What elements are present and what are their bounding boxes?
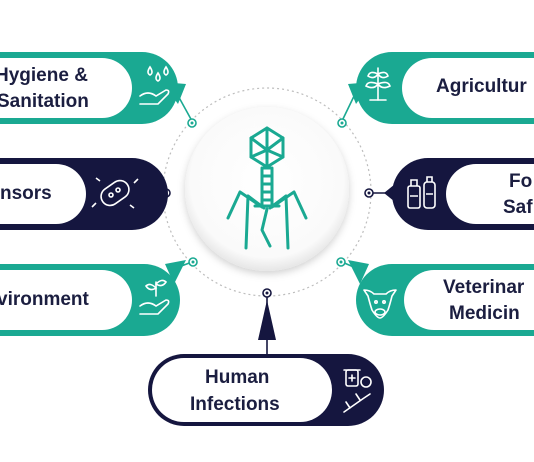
- bacteriophage-icon: [226, 126, 308, 250]
- human-pointer: [258, 300, 276, 340]
- cow-icon: [363, 289, 397, 319]
- sensors-label: nsors: [0, 183, 52, 204]
- food-node: [392, 158, 534, 230]
- environment-label: vironment: [0, 289, 89, 310]
- hand-plant-icon: [139, 279, 170, 315]
- veterinary-node: [356, 264, 534, 336]
- agriculture-node: [356, 52, 534, 124]
- bacteria-icon: [91, 177, 139, 209]
- hygiene-label-line2: Sanitation: [0, 91, 89, 112]
- environment-pointer: [165, 260, 186, 284]
- environment-node: [0, 264, 180, 336]
- human-label-line2: Infections: [190, 394, 280, 415]
- plant-icon: [365, 67, 391, 101]
- medicine-syringe-icon: [343, 369, 372, 413]
- food-label-line2: Saf: [503, 197, 533, 218]
- sensors-node: [0, 158, 168, 230]
- human-node: [148, 354, 384, 426]
- hygiene-label-line1: Hygiene &: [0, 65, 88, 86]
- veterinary-label-line1: Veterinar: [443, 277, 525, 298]
- veterinary-pointer: [348, 260, 369, 284]
- hygiene-node: [0, 52, 178, 124]
- bottles-icon: [407, 176, 436, 209]
- human-label-line1: Human: [205, 367, 270, 388]
- food-label-line1: Fo: [509, 171, 533, 192]
- hand-water-drops-icon: [139, 65, 170, 105]
- agriculture-label: Agricultur: [436, 76, 527, 97]
- veterinary-label-line2: Medicin: [449, 303, 520, 324]
